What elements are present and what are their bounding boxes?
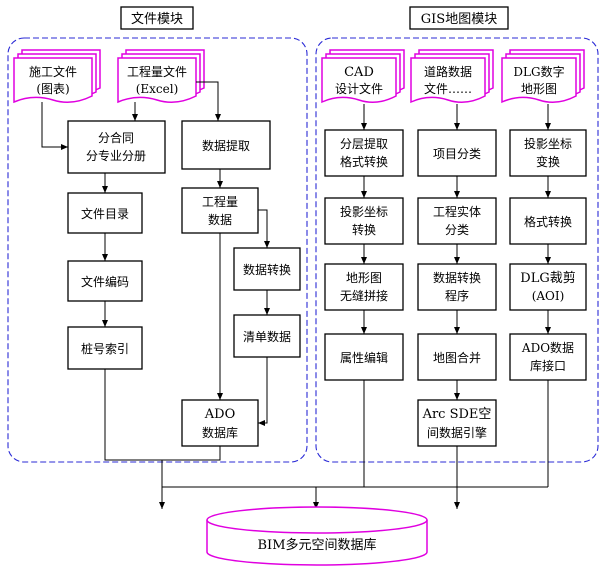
proj-convert-2-box: [509, 129, 587, 177]
arrow-bill-to-ado: [258, 357, 268, 426]
layer-extract-label-1: 分层提取: [340, 136, 388, 151]
seamless-mosaic-label-1: 地形图: [346, 271, 382, 285]
bill-data-label: 清单数据: [243, 329, 291, 344]
format-convert-label: 格式转换: [524, 214, 572, 229]
file-module-title: 文件模块: [131, 12, 183, 27]
arcsde-box: [417, 399, 497, 447]
bim-database-label: BIM多元空间数据库: [258, 537, 377, 553]
map-merge-label: 地图合并: [433, 350, 481, 365]
entity-classify-label-2: 分类: [445, 223, 469, 237]
arrow-quantity-to-extract: [196, 81, 221, 121]
entity-classify-label-1: 工程实体: [433, 204, 481, 219]
data-convert-prog-label-1: 数据转换: [433, 270, 481, 285]
data-extract-box: [181, 120, 271, 170]
arrow-construction-to-split: [41, 102, 68, 150]
dlg-doc-label-1: DLG数字: [513, 64, 564, 79]
file-module-title-box: [120, 6, 194, 30]
attr-edit-label: 属性编辑: [340, 350, 388, 365]
arcsde-label-1: Arc SDE空: [422, 407, 492, 422]
ado-database-label-2: 数据库: [202, 425, 238, 440]
quantity-data-label-1: 工程量: [202, 194, 238, 209]
file-module-connectors: [41, 81, 270, 461]
contract-split-box: [67, 120, 166, 174]
file-encoding-label: 文件编码: [81, 274, 129, 289]
data-convert-prog-box: [417, 263, 497, 311]
format-convert-box: [509, 197, 587, 245]
data-convert-label: 数据转换: [243, 262, 291, 277]
layer-extract-label-2: 格式转换: [340, 154, 388, 169]
ado-database-label-1: ADO: [204, 407, 235, 422]
file-catalog-label: 文件目录: [81, 206, 129, 221]
gis-module-connectors: [361, 104, 551, 400]
construction-file-doc: 施工文件 (图表): [13, 49, 101, 104]
ado-interface-box: [509, 333, 587, 381]
map-merge-box: [417, 333, 497, 381]
attr-edit-box: [324, 333, 404, 381]
data-convert-prog-label-2: 程序: [445, 288, 469, 303]
bim-database-cylinder: BIM多元空间数据库: [206, 506, 428, 566]
contract-split-label-2: 分专业分册: [86, 148, 146, 163]
arcsde-label-2: 间数据引擎: [427, 425, 487, 440]
gis-module-title: GIS地图模块: [421, 12, 497, 27]
file-module-panel: [7, 37, 308, 463]
gis-module-title-box: [409, 6, 509, 30]
data-extract-label: 数据提取: [202, 138, 250, 153]
station-index-label: 桩号索引: [81, 341, 129, 356]
arrow-quantity-to-convert: [258, 209, 270, 248]
proj-convert-1-label-1: 投影坐标: [340, 204, 388, 219]
road-data-doc: 道路数据 文件……: [410, 49, 494, 104]
ado-interface-label-2: 库接口: [530, 358, 566, 373]
entity-classify-box: [417, 197, 497, 245]
file-encoding-box: [67, 260, 143, 302]
ado-interface-label-1: ADO数据: [521, 340, 574, 355]
quantity-data-label-2: 数据: [208, 212, 232, 227]
dlg-clip-label-1: DLG裁剪: [520, 270, 575, 286]
construction-file-label-2: (图表): [36, 82, 69, 96]
bill-data-box: [233, 314, 301, 358]
quantity-file-label-1: 工程量文件: [127, 64, 187, 79]
dlg-doc-label-2: 地形图: [521, 82, 557, 96]
seamless-mosaic-box: [324, 263, 404, 311]
quantity-file-doc: 工程量文件 (Excel): [117, 49, 205, 104]
cad-doc-label-2: 设计文件: [335, 81, 383, 96]
gis-module-panel: [315, 37, 599, 463]
dlg-map-doc: DLG数字 地形图: [501, 49, 585, 104]
proj-convert-2-label-2: 变换: [536, 154, 560, 169]
data-convert-box: [233, 247, 301, 291]
database-bus: [159, 380, 549, 509]
road-doc-label-1: 道路数据: [424, 64, 472, 79]
seamless-mosaic-label-2: 无缝拼接: [340, 288, 388, 303]
quantity-file-label-2: (Excel): [136, 82, 179, 96]
ado-database-box: [181, 399, 259, 447]
item-classify-label: 项目分类: [433, 147, 481, 161]
proj-convert-1-label-2: 转换: [352, 222, 376, 237]
construction-file-label-1: 施工文件: [29, 64, 77, 79]
dlg-clip-label-2: (AOI): [532, 289, 565, 303]
proj-convert-2-label-1: 投影坐标: [524, 136, 572, 151]
cad-doc-label-1: CAD: [344, 65, 374, 80]
road-doc-label-2: 文件……: [424, 81, 472, 96]
cad-design-doc: CAD 设计文件: [321, 49, 405, 104]
contract-split-label-1: 分合同: [98, 130, 134, 145]
